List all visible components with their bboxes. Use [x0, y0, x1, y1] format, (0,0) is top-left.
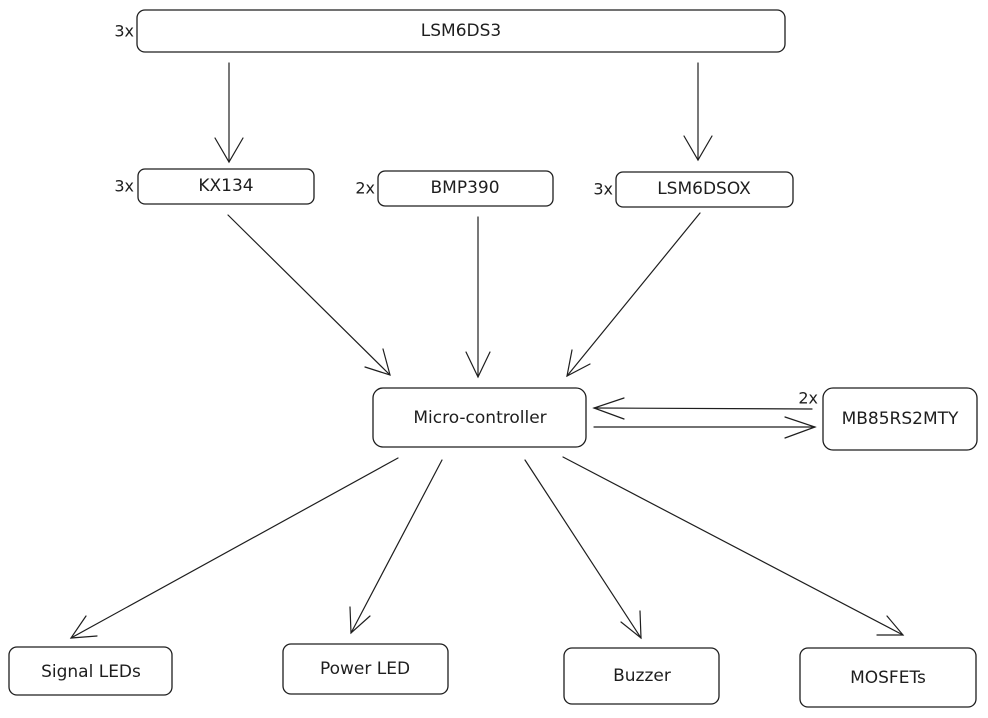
- edge-kx134-to-microcontroller: [227, 214, 391, 376]
- node-bmp390: 2x BMP390: [355, 170, 554, 207]
- edge-microcontroller-to-signal-leds: [69, 457, 399, 639]
- node-signal-leds-label: Signal LEDs: [41, 662, 141, 682]
- node-microcontroller: Micro-controller: [372, 387, 587, 448]
- node-buzzer-box: [563, 647, 720, 705]
- edge-lsm6dsox-to-microcontroller: [566, 212, 701, 378]
- node-mosfets-label: MOSFETs: [850, 668, 926, 688]
- node-microcontroller-box: [372, 387, 587, 448]
- edge-microcontroller-to-buzzer: [524, 459, 642, 640]
- node-power-led: Power LED: [282, 643, 449, 695]
- node-signal-leds-box: [8, 646, 173, 696]
- edge-mb85rs2mty-to-microcontroller: [592, 397, 813, 420]
- edge-microcontroller-to-power-led: [349, 459, 443, 635]
- edge-microcontroller-to-mosfets: [562, 456, 905, 636]
- node-microcontroller-label: Micro-controller: [413, 408, 546, 428]
- node-mb85rs2mty-label: MB85RS2MTY: [842, 409, 959, 429]
- node-lsm6dsox-label: LSM6DSOX: [657, 179, 751, 199]
- node-lsm6dsox: 3x LSM6DSOX: [593, 171, 794, 208]
- node-lsm6dsox-multiplier: 3x: [593, 180, 613, 199]
- node-power-led-label: Power LED: [320, 659, 410, 679]
- node-kx134: 3x KX134: [114, 168, 315, 205]
- node-mb85rs2mty: 2x MB85RS2MTY: [798, 387, 978, 451]
- node-mosfets: MOSFETs: [799, 647, 977, 708]
- node-mosfets-box: [799, 647, 977, 708]
- edge-lsm6ds3-to-kx134: [214, 62, 244, 164]
- node-kx134-label: KX134: [198, 176, 253, 196]
- node-kx134-box: [137, 168, 315, 205]
- node-buzzer: Buzzer: [563, 647, 720, 705]
- node-bmp390-multiplier: 2x: [355, 179, 375, 198]
- node-bmp390-box: [377, 170, 554, 207]
- edges: [69, 62, 905, 640]
- node-mb85rs2mty-box: [822, 387, 978, 451]
- node-lsm6ds3: 3x LSM6DS3: [114, 9, 786, 53]
- nodes: 3x LSM6DS3 3x KX134 2x BMP390 3x LSM6DSO…: [8, 9, 978, 708]
- edge-lsm6ds3-to-lsm6dsox: [683, 62, 713, 162]
- node-buzzer-label: Buzzer: [613, 666, 671, 686]
- node-signal-leds: Signal LEDs: [8, 646, 173, 696]
- node-kx134-multiplier: 3x: [114, 177, 134, 196]
- node-lsm6ds3-multiplier: 3x: [114, 22, 134, 41]
- edge-bmp390-to-microcontroller: [465, 216, 491, 379]
- edge-microcontroller-to-mb85rs2mty: [593, 416, 817, 439]
- node-bmp390-label: BMP390: [430, 178, 499, 198]
- node-lsm6dsox-box: [615, 171, 794, 208]
- node-lsm6ds3-box: [136, 9, 786, 53]
- node-mb85rs2mty-multiplier: 2x: [798, 389, 818, 408]
- node-lsm6ds3-label: LSM6DS3: [421, 21, 501, 41]
- node-power-led-box: [282, 643, 449, 695]
